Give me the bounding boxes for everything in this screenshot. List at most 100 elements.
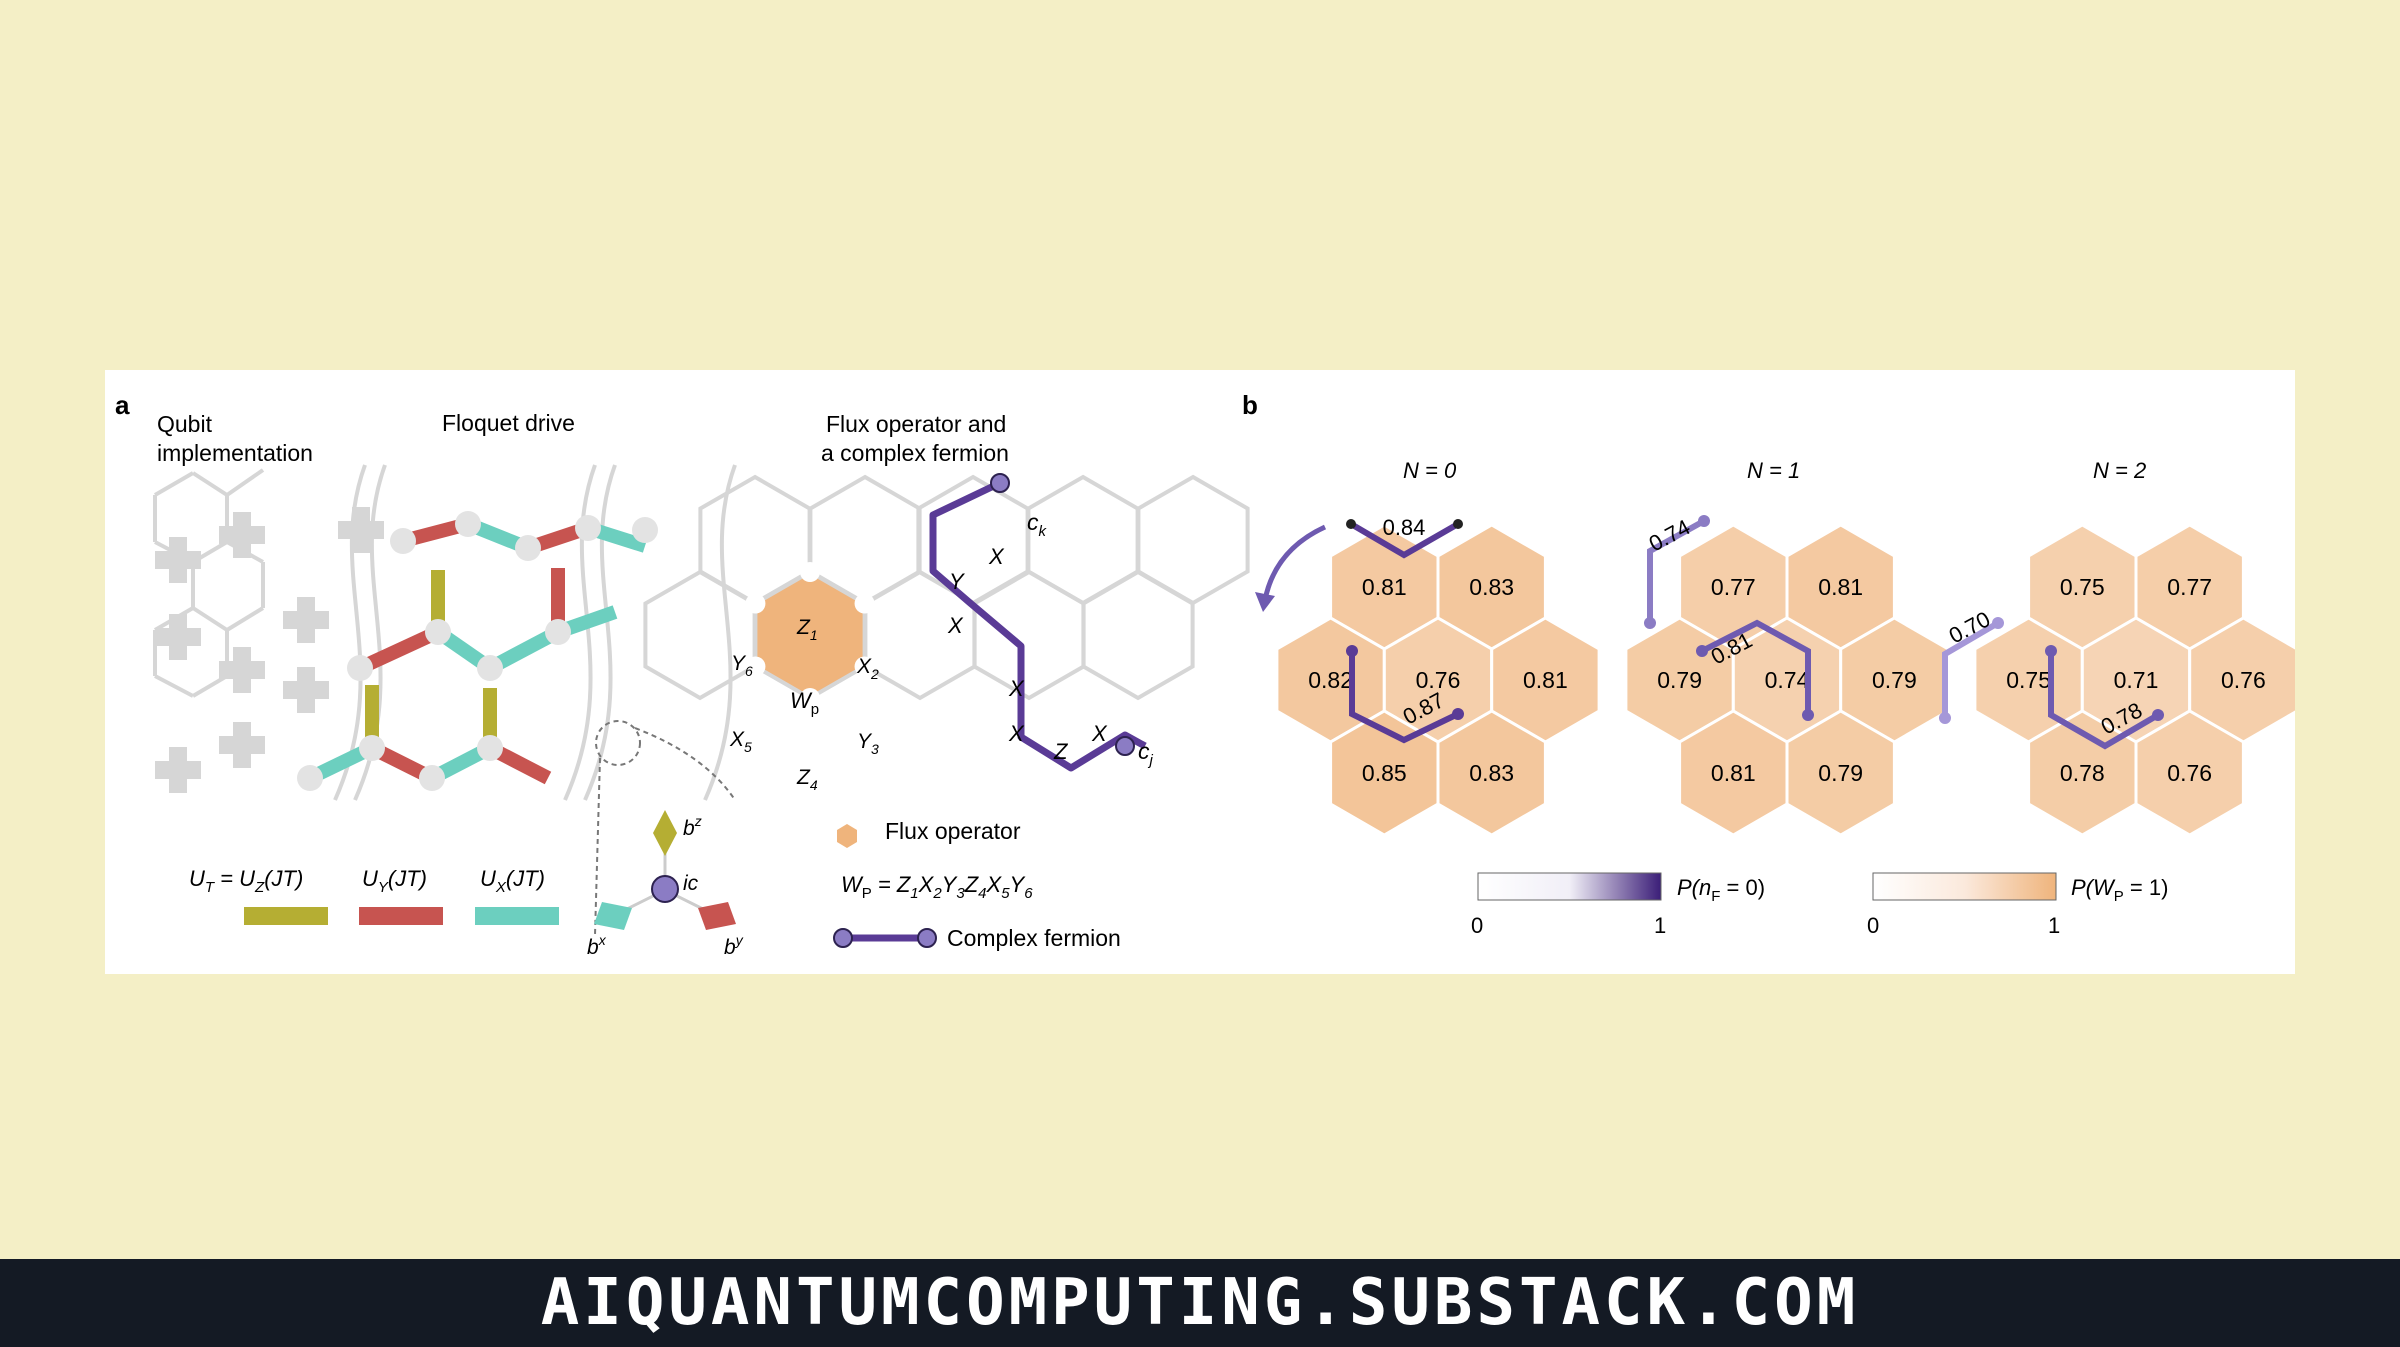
qubit-cross: [219, 736, 265, 754]
group-title-n0: N = 0: [1403, 458, 1457, 483]
plaquette-vertex-notch: [854, 593, 875, 614]
qubit-node: [390, 528, 416, 554]
ic-majorana: [651, 875, 679, 903]
flux-hexagon: [1436, 709, 1547, 837]
legend-uy-label: UY(JT): [362, 866, 427, 896]
path-node: [1452, 708, 1464, 720]
path-node: [1453, 519, 1463, 529]
floquet-lattice: [297, 511, 658, 791]
path-label-2: Y: [949, 569, 965, 594]
path-node: [2152, 709, 2164, 721]
qubit-cross: [283, 681, 329, 699]
hex-value: 0.81: [1523, 667, 1568, 693]
zoom-line: [594, 757, 601, 936]
hex-value: 0.76: [1416, 667, 1461, 693]
hex-value: 0.85: [1362, 760, 1407, 786]
flux-lattice-hexagon: [643, 569, 757, 701]
flux-hexagon: [2134, 709, 2245, 837]
gray-edge: [225, 606, 265, 632]
bx-majorana: [594, 902, 632, 930]
path-node: [1696, 645, 1708, 657]
fermion-path-n1-top: [1647, 518, 1706, 623]
qubit-node: [455, 511, 481, 537]
flux-hexagon: [1785, 709, 1896, 837]
path-label-4: X: [1008, 676, 1025, 701]
group-title-n2: N = 2: [2093, 458, 2146, 483]
legend-ux-swatch: [475, 907, 559, 925]
qubit-node: [347, 655, 373, 681]
complex-fermion-path: [929, 479, 1147, 772]
hex-value: 0.83: [1469, 760, 1514, 786]
zoom-circle: [595, 720, 641, 766]
path-label-1: X: [988, 544, 1005, 569]
path-label-5: X: [1008, 721, 1025, 746]
hex-value: 0.77: [1711, 574, 1756, 600]
column-heading-floquet: Floquet drive: [442, 410, 575, 436]
plaquette-vertex-notch: [745, 593, 766, 614]
hex-value: 0.76: [2221, 667, 2266, 693]
ic-label: ic: [683, 872, 699, 895]
qubit-cross: [283, 611, 329, 629]
complex-fermion-swatch-end-2: [917, 928, 937, 948]
path-node: [1992, 617, 2004, 629]
path-label-6: Z: [1053, 739, 1069, 764]
gray-edge: [191, 471, 229, 497]
fermion-path-n2-left: [1942, 620, 2000, 718]
hex-value: 0.81: [1362, 574, 1407, 600]
wp-equation: WP = Z1X2Y3Z4X5Y6: [841, 872, 1033, 902]
flux-operator-legend: Flux operator: [885, 818, 1021, 844]
bz-label: bz: [683, 813, 702, 840]
flux-operator-swatch: [837, 824, 857, 848]
hex-value: 0.75: [2006, 667, 2051, 693]
fermion-path-n0-top: [1349, 521, 1460, 559]
qubit-cross: [155, 761, 201, 779]
colorbar-nf-label: P(nF = 0): [1677, 875, 1765, 905]
hex-value: 0.79: [1872, 667, 1917, 693]
gray-edge: [225, 468, 265, 497]
hex-value: 0.81: [1818, 574, 1863, 600]
hex-value: 0.75: [2060, 574, 2105, 600]
qubit-node: [515, 535, 541, 561]
column-heading-flux-2: a complex fermion: [821, 440, 1009, 466]
hex-value: 0.79: [1818, 760, 1863, 786]
hex-value: 0.77: [2167, 574, 2212, 600]
column-heading-qubit-2: implementation: [157, 440, 313, 466]
panel-a-letter: a: [115, 390, 130, 420]
bz-majorana: [653, 810, 677, 856]
column-heading-flux: Flux operator and: [826, 411, 1006, 437]
legend-ux-label: UX(JT): [480, 866, 545, 896]
banner-url: AIQUANTUMCOMPUTING.SUBSTACK.COM: [540, 1266, 1860, 1340]
path-node: [1346, 519, 1356, 529]
qubit-cross: [155, 628, 201, 646]
cj-label: cj: [1138, 738, 1154, 769]
flux-lattice-hexagon: [1081, 569, 1195, 701]
hex-value: 0.74: [1765, 667, 1810, 693]
winding-arrow-head: [1255, 592, 1275, 612]
fermion-path-n1-mid: [1700, 619, 1811, 715]
flux-lattice: [594, 473, 1250, 936]
hex-value: 0.79: [1657, 667, 1702, 693]
qubit-cross: [338, 521, 384, 539]
qubit-node: [545, 619, 571, 645]
path-label-3: X: [947, 613, 964, 638]
vertex-label-z4: Z4: [796, 766, 818, 793]
hex-value: 0.71: [2114, 667, 2159, 693]
fermion-endpoint-ck: [990, 473, 1010, 493]
path-node: [1698, 515, 1710, 527]
fermion-path-n2-mid: [2048, 651, 2160, 750]
group-title-n1: N = 1: [1747, 458, 1800, 483]
winding-arrow: [1262, 524, 1327, 601]
wavy-separator: [583, 464, 617, 801]
bx-label: bx: [587, 932, 607, 959]
path-label-7: X: [1091, 721, 1108, 746]
colorbar-nf-max: 1: [1654, 913, 1666, 938]
hex-value: 0.76: [2167, 760, 2212, 786]
qubit-node: [297, 765, 323, 791]
path-node: [1939, 712, 1951, 724]
path-node: [1346, 645, 1358, 657]
vertex-label-y3: Y3: [857, 730, 879, 757]
flux-lattice-hexagon: [1136, 474, 1250, 606]
hex-value: 0.82: [1308, 667, 1353, 693]
